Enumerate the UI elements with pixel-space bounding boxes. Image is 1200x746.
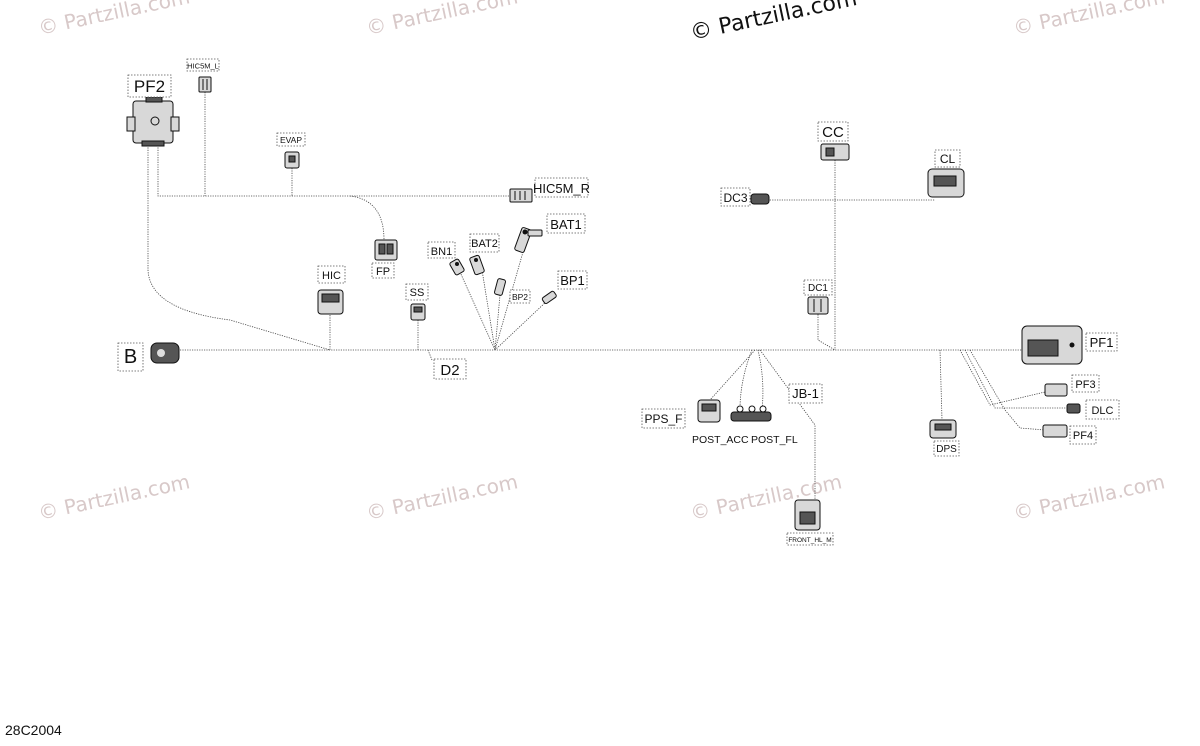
fp-wire (349, 195, 385, 241)
bat2-terminal-icon (469, 254, 485, 276)
dps-connector[interactable] (929, 419, 957, 439)
label-jb-1: JB-1 (792, 386, 819, 401)
harness-wires (147, 92, 1068, 500)
dc3-connector[interactable] (750, 193, 770, 205)
label-pps-f: PPS_F (644, 412, 682, 426)
label-dc3: DC3 (723, 191, 747, 205)
diagram-code: 28C2004 (5, 722, 62, 738)
bp2-terminal[interactable] (494, 278, 506, 296)
pf4-wire (969, 349, 1046, 431)
evap-connector[interactable] (284, 151, 300, 169)
bat2-wire (481, 269, 496, 351)
pps-f-wire (709, 349, 756, 401)
pps-f-connector[interactable] (697, 399, 721, 423)
dlc-connector-icon (1066, 403, 1081, 414)
post-terminal-block-icon (730, 411, 772, 422)
hic-connector[interactable] (317, 289, 344, 315)
pf2-branch-wire (147, 145, 331, 351)
label-bat2: BAT2 (471, 238, 498, 250)
label-pf2: PF2 (134, 77, 165, 96)
fp-connector-icon (374, 239, 398, 261)
watermark: © Partzilla.com (364, 469, 520, 525)
label-front-hl-m: FRONT_HL_M (788, 537, 831, 544)
fp-connector[interactable] (374, 239, 398, 261)
bp1-terminal-icon (541, 290, 557, 305)
label-fp: FP (376, 266, 390, 278)
watermark: © Partzilla.com (688, 0, 859, 46)
post-fl-wire (757, 349, 764, 411)
pf3-connector-icon (1044, 383, 1068, 397)
b-connector[interactable] (150, 342, 180, 364)
pf2-module-icon (132, 100, 174, 144)
post-acc-wire (739, 349, 753, 411)
label-bp2: BP2 (512, 292, 528, 302)
d2-wire (427, 349, 433, 361)
bn1-wire (459, 271, 496, 351)
post-terminal-block[interactable] (730, 405, 772, 422)
dlc-wire (964, 349, 1068, 409)
label-pf3: PF3 (1075, 379, 1095, 391)
label-cc: CC (822, 124, 844, 141)
label-cl: CL (940, 152, 956, 166)
label-bat1: BAT1 (550, 217, 582, 232)
bat1-terminal[interactable] (514, 227, 543, 253)
label-dc1: DC1 (808, 283, 828, 294)
pf4-connector-icon (1042, 424, 1068, 438)
cl-connector[interactable] (927, 168, 965, 198)
bn1-terminal-icon (449, 258, 465, 276)
label-hic: HIC (322, 270, 341, 282)
label-b: B (124, 346, 137, 368)
watermark: © Partzilla.com (1011, 0, 1167, 40)
cc-connector[interactable] (820, 143, 850, 161)
watermark: © Partzilla.com (36, 0, 192, 40)
ss-connector[interactable] (410, 303, 426, 321)
pf3-connector[interactable] (1044, 383, 1068, 397)
dc1-connector-icon (807, 296, 829, 315)
dps-wire (939, 349, 943, 421)
bp2-wire (494, 294, 501, 351)
label-hic5m-r: HIC5M_R (533, 181, 590, 196)
label-evap: EVAP (280, 135, 302, 145)
bp2-terminal-icon (494, 278, 506, 296)
watermark: © Partzilla.com (1011, 469, 1167, 525)
bp1-wire (494, 299, 549, 351)
pf2-connector[interactable] (126, 96, 180, 147)
pf3-wire (959, 349, 1046, 406)
bp1-terminal[interactable] (541, 290, 557, 305)
pf1-connector[interactable] (1021, 325, 1083, 365)
label-d2: D2 (440, 362, 459, 379)
watermark: © Partzilla.com (688, 469, 844, 525)
label-post-acc: POST_ACC (692, 434, 749, 446)
label-dlc: DLC (1091, 405, 1113, 417)
bn1-terminal[interactable] (449, 258, 465, 276)
dc1-connector[interactable] (807, 296, 829, 315)
bat2-terminal[interactable] (469, 254, 485, 276)
label-bp1: BP1 (560, 273, 585, 288)
hic5m-l-connector[interactable] (198, 76, 212, 93)
pf4-connector[interactable] (1042, 424, 1068, 438)
hic5m-r-connector[interactable] (509, 188, 533, 203)
label-hic5m-l: HIC5M_L (187, 62, 219, 71)
hic5m-r-connector-icon (509, 188, 533, 203)
watermark: © Partzilla.com (36, 469, 192, 525)
watermark: © Partzilla.com (364, 0, 520, 40)
label-bn1: BN1 (431, 246, 452, 258)
dlc-connector[interactable] (1066, 403, 1081, 414)
upper-branch-wire (157, 145, 510, 197)
label-dps: DPS (936, 444, 957, 455)
cc-connector-icon (820, 143, 850, 161)
label-post-fl: POST_FL (751, 434, 798, 446)
label-pf1: PF1 (1090, 335, 1114, 350)
label-ss: SS (410, 287, 425, 299)
dc3-connector-icon (750, 193, 770, 205)
hic5m-l-connector-icon (198, 76, 212, 93)
dc1-wire (817, 312, 836, 351)
front-hl-m-connector[interactable] (794, 499, 821, 531)
label-pf4: PF4 (1073, 430, 1093, 442)
bat1-terminal-icon (514, 227, 532, 253)
